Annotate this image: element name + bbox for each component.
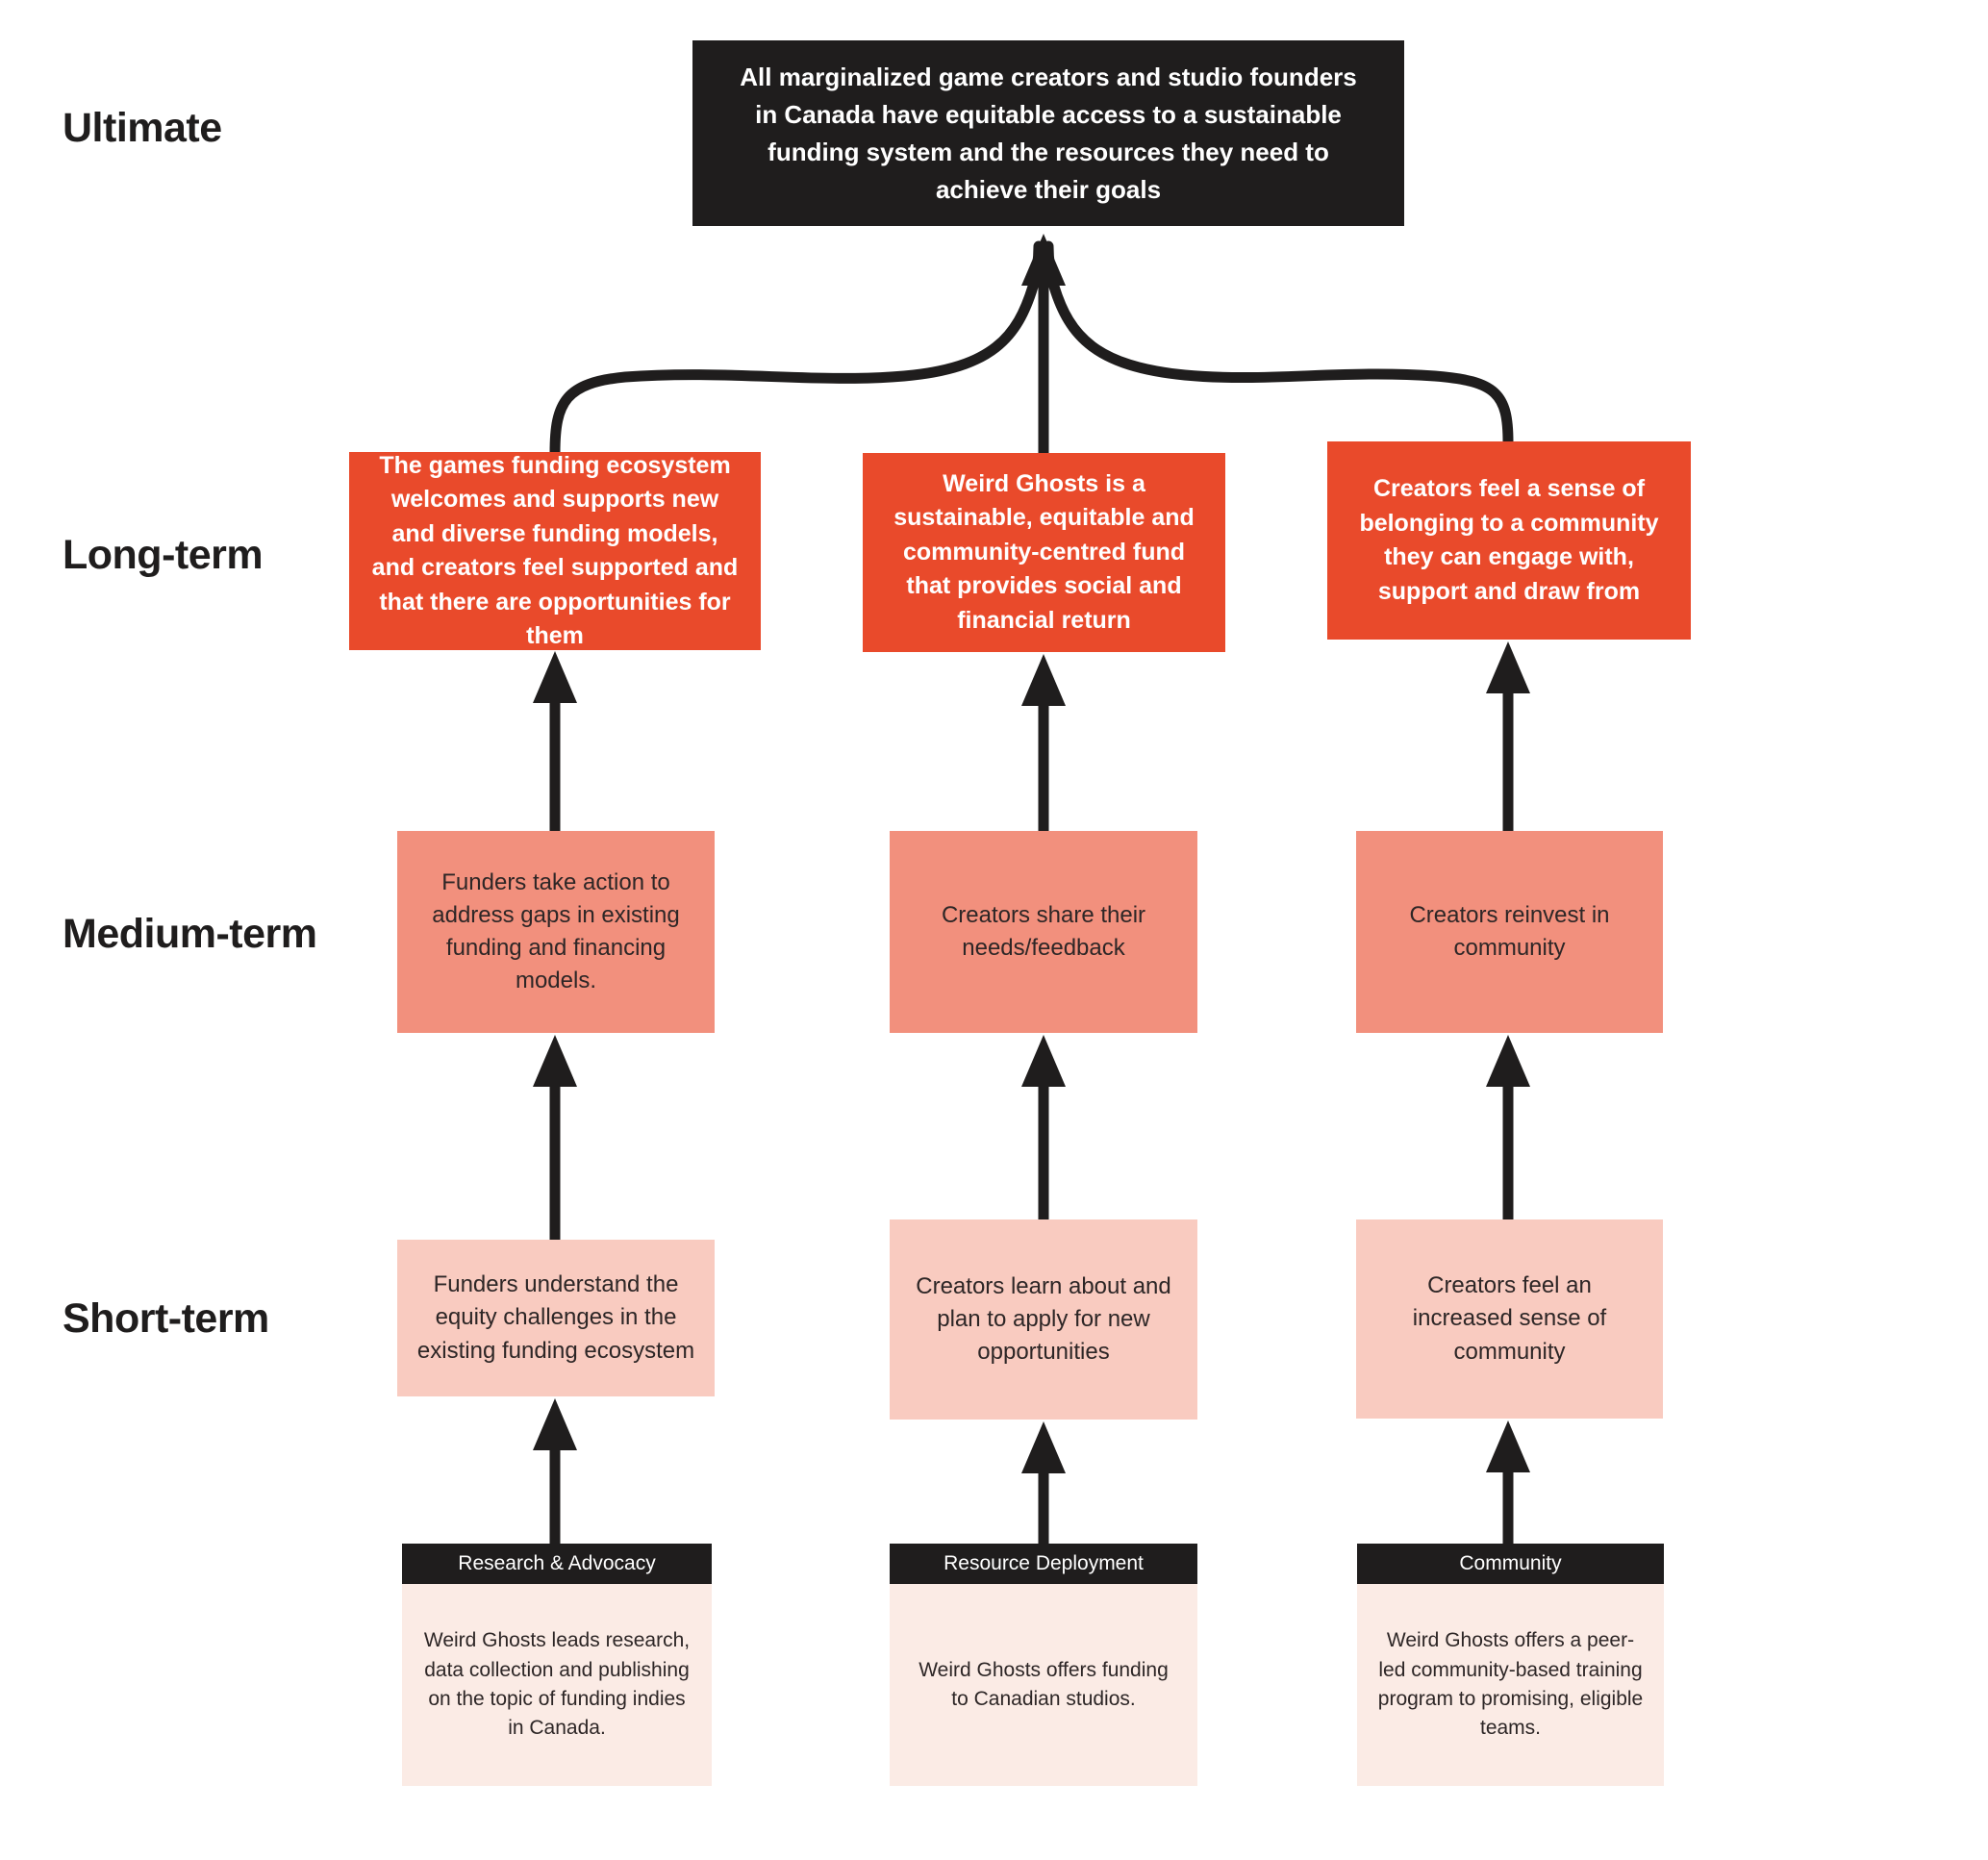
arrowhead-short-left <box>533 1398 577 1450</box>
row-label-medium-term: Medium-term <box>63 911 317 957</box>
activity-box-research-advocacy: Weird Ghosts leads research, data collec… <box>402 1584 712 1786</box>
activity-header-resource-deployment: Resource Deployment <box>890 1544 1197 1584</box>
activity-box-community: Weird Ghosts offers a peer-led community… <box>1357 1584 1664 1786</box>
arrowhead-medium-center <box>1021 1035 1066 1087</box>
row-label-long-term: Long-term <box>63 532 264 578</box>
long-term-box-research: The games funding ecosystem welcomes and… <box>349 452 761 650</box>
long-term-box-community: Creators feel a sense of belonging to a … <box>1327 441 1691 640</box>
ultimate-outcome-box: All marginalized game creators and studi… <box>692 40 1404 226</box>
curve-long-left-to-ultimate <box>549 240 1044 459</box>
activity-header-research-advocacy: Research & Advocacy <box>402 1544 712 1584</box>
arrowhead-short-center <box>1021 1421 1066 1473</box>
short-term-box-research: Funders understand the equity challenges… <box>397 1240 715 1396</box>
arrowhead-long-center <box>1021 654 1066 706</box>
short-term-box-community: Creators feel an increased sense of comm… <box>1356 1219 1663 1419</box>
short-term-box-resource: Creators learn about and plan to apply f… <box>890 1219 1197 1420</box>
arrowhead-medium-left <box>533 1035 577 1087</box>
row-label-ultimate: Ultimate <box>63 105 222 151</box>
long-term-box-resource: Weird Ghosts is a sustainable, equitable… <box>863 453 1225 652</box>
curve-long-right-to-ultimate <box>1043 240 1514 448</box>
arrowhead-medium-right <box>1486 1035 1530 1087</box>
activity-header-community: Community <box>1357 1544 1664 1584</box>
medium-term-box-research: Funders take action to address gaps in e… <box>397 831 715 1033</box>
arrowhead-ultimate <box>1021 234 1066 286</box>
activity-box-resource-deployment: Weird Ghosts offers funding to Canadian … <box>890 1584 1197 1786</box>
medium-term-box-resource: Creators share their needs/feedback <box>890 831 1197 1033</box>
medium-term-box-community: Creators reinvest in community <box>1356 831 1663 1033</box>
arrowhead-long-left <box>533 651 577 703</box>
arrowhead-short-right <box>1486 1420 1530 1472</box>
row-label-short-term: Short-term <box>63 1295 269 1342</box>
arrowhead-long-right <box>1486 641 1530 693</box>
